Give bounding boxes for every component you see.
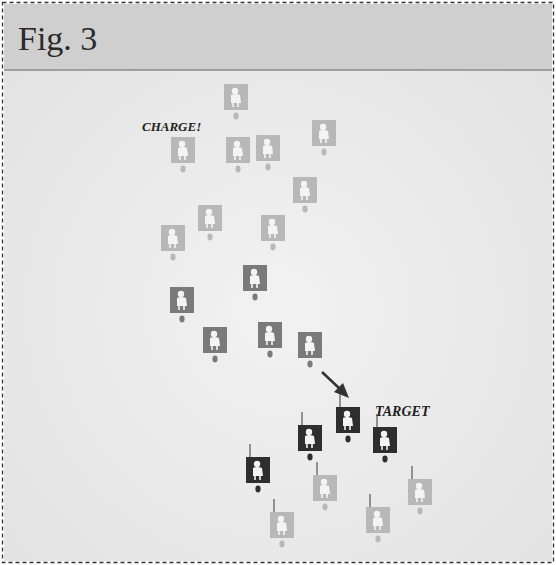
figure-title: Fig. 3	[18, 20, 97, 58]
target-label: TARGET	[375, 404, 429, 420]
order-label: CHARGE!	[142, 119, 201, 135]
